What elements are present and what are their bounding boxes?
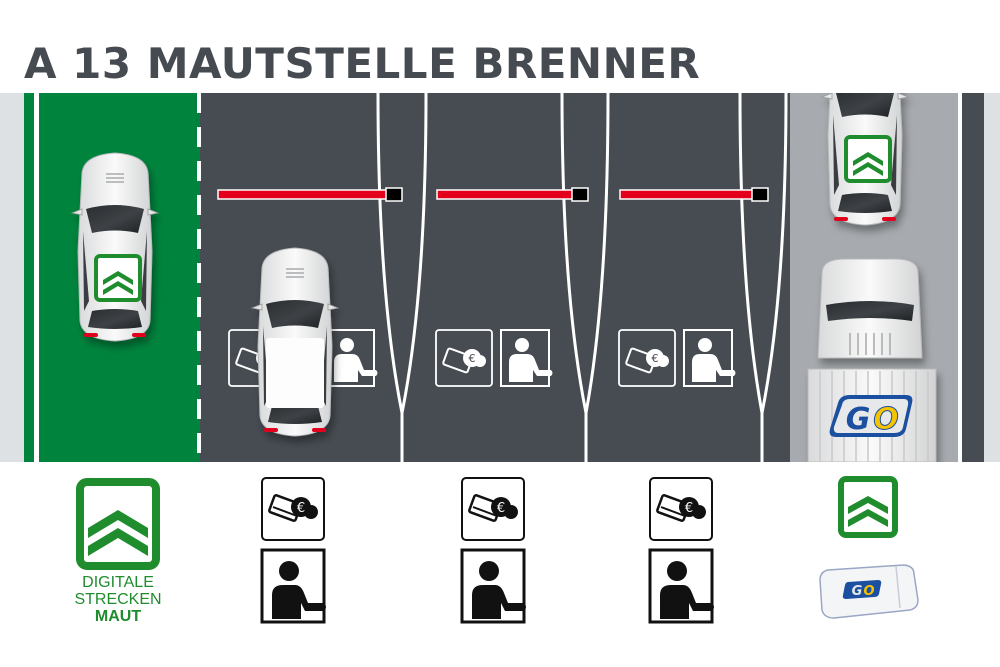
- toll-plaza-diagram: €: [0, 93, 1000, 462]
- svg-text:O: O: [873, 402, 899, 437]
- legend-lane-1: [260, 476, 328, 624]
- go-truck-logo: G O: [829, 395, 913, 438]
- legend-lane-2: [460, 476, 528, 624]
- digital-toll-chevron-icon: [76, 478, 160, 570]
- digital-toll-line2: STRECKEN: [74, 591, 162, 608]
- digital-toll-line3: MAUT: [94, 608, 142, 625]
- barrier-gates: [217, 187, 769, 202]
- legend-digital-toll: [76, 478, 160, 574]
- digital-toll-line1: DIGITALE: [82, 574, 154, 591]
- legend-lane-3: [648, 476, 716, 624]
- page-title: A 13 MAUTSTELLE BRENNER: [24, 39, 701, 88]
- svg-text:G: G: [852, 584, 863, 599]
- digital-toll-label: DIGITALE STRECKEN MAUT: [60, 574, 176, 625]
- svg-text:G: G: [846, 402, 871, 437]
- go-box-device-icon: G O: [819, 564, 919, 619]
- svg-text:O: O: [863, 584, 874, 599]
- legend-go-lane: G O: [819, 476, 919, 619]
